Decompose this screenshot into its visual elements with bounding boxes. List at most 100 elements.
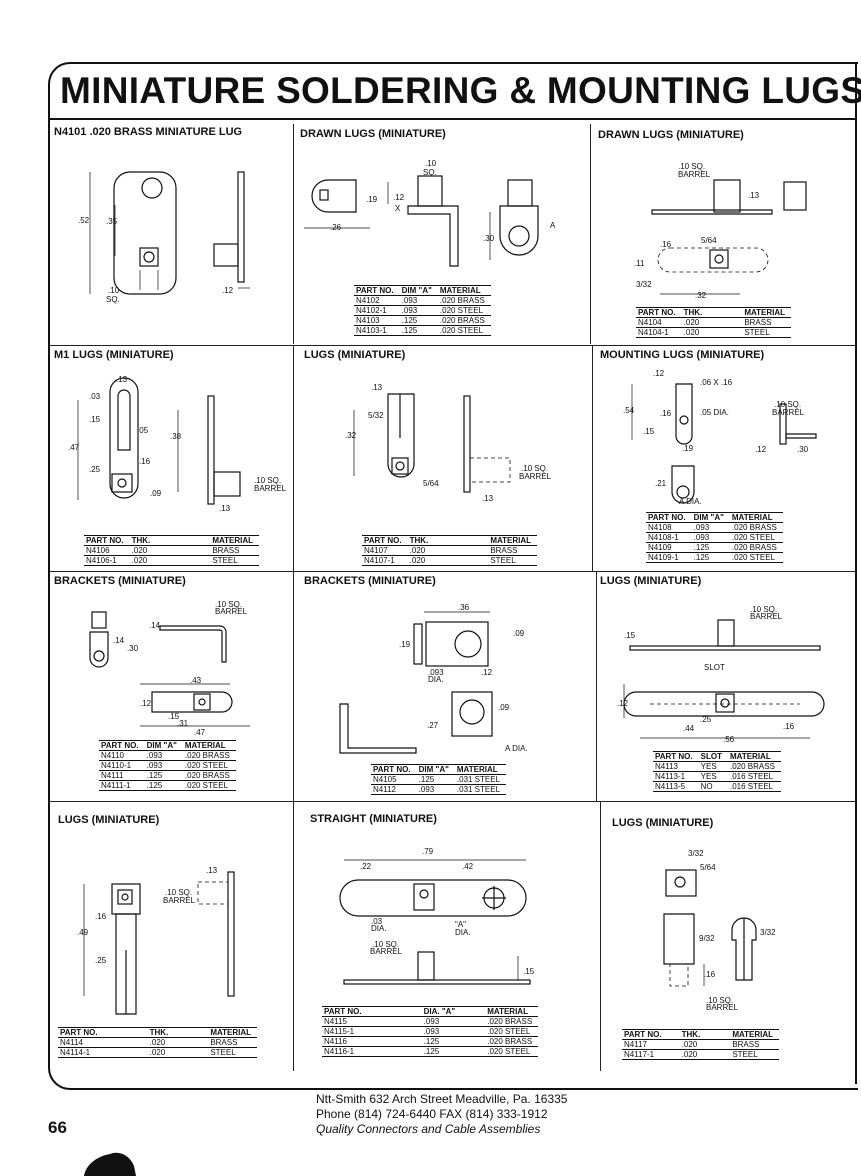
dimension-label: .79 (422, 847, 434, 856)
table-header: DIA. "A" (421, 1006, 486, 1017)
table-header: MATERIAL (208, 1027, 258, 1038)
dimension-label: .38 (170, 432, 182, 441)
dimension-label: .05 DIA. (700, 408, 729, 417)
page-title: MINIATURE SOLDERING & MOUNTING LUGS (60, 70, 861, 111)
table-row: N4116.125.020 BRASS (322, 1036, 539, 1047)
dimension-label: DIA. (455, 928, 471, 937)
dimension-label: .10 SQ. (521, 464, 549, 473)
table-row: N4103.125.020 BRASS (354, 315, 491, 326)
grid-divider (293, 801, 294, 1071)
table-header: MATERIAL (485, 1006, 539, 1017)
bracket-drawing-n4105 (339, 611, 493, 754)
dimension-label: .15 (624, 631, 636, 640)
table-header: MATERIAL (742, 307, 792, 318)
dimension-label: .49 (77, 928, 89, 937)
dimension-label: BARREL (254, 484, 287, 493)
dimension-label: SLOT (704, 663, 725, 672)
grid-divider (50, 345, 856, 346)
table-header: MATERIAL (729, 512, 783, 523)
table-header: MATERIAL (454, 764, 507, 775)
dimension-label: .05 (137, 426, 149, 435)
section-title: N4101 .020 BRASS MINIATURE LUG (54, 126, 243, 138)
parts-table: PART NO.DIA. "A"MATERIAL N4115.093.020 B… (322, 1006, 539, 1057)
table-row: N4102-1.093.020 STEEL (354, 305, 491, 316)
dimension-label: BARREL (163, 896, 196, 905)
table-row: N4109.125.020 BRASS (646, 542, 783, 553)
dimension-label: 3/32 (760, 928, 776, 937)
parts-table: PART NO.DIM "A"MATERIAL N4110.093.020 BR… (99, 740, 236, 791)
table-header: MATERIAL (727, 751, 781, 762)
dimension-label: .16 (704, 970, 716, 979)
dimension-label: .30 (483, 234, 495, 243)
section-title: DRAWN LUGS (MINIATURE) (300, 128, 446, 140)
bracket-drawing-n4110 (89, 611, 250, 727)
dimension-label: .44 (683, 724, 695, 733)
lug-drawing-n4101 (89, 171, 250, 295)
table-header: THK. (681, 307, 743, 318)
dimension-label: .13 (206, 866, 218, 875)
table-row: N4110-1.093.020 STEEL (99, 760, 236, 771)
dimension-label: .25 (89, 465, 101, 474)
dimension-label: .21 (655, 479, 667, 488)
grid-divider (293, 345, 294, 571)
dimension-label: .14 (113, 636, 125, 645)
dimension-label: .15 (89, 415, 101, 424)
dimension-label: .22 (360, 862, 372, 871)
table-header: DIM "A" (144, 740, 183, 751)
ink-blot-icon (84, 1152, 136, 1176)
parts-table: PART NO.DIM "A"MATERIAL N4102.093.020 BR… (354, 285, 491, 336)
grid-divider (293, 124, 294, 344)
dimension-label: .10 SQ. (215, 600, 243, 609)
table-row: N4102.093.020 BRASS (354, 295, 491, 306)
dimension-label: .13 (371, 383, 383, 392)
table-header: DIM "A" (691, 512, 730, 523)
dimension-label: .16 (95, 912, 107, 921)
dimension-label: 3/32 (688, 849, 704, 858)
table-header: PART NO. (622, 1029, 680, 1040)
dimension-label: .06 X .16 (700, 378, 733, 387)
dimension-label: .13 (748, 191, 760, 200)
grid-divider (50, 801, 856, 802)
dimension-label: .10 SQ. (254, 476, 282, 485)
dimension-label: .10 (108, 286, 120, 295)
lug-drawing-n4108 (631, 383, 817, 504)
dimension-label: BARREL (370, 947, 403, 956)
dimension-label: .36 (458, 603, 470, 612)
lug-drawing-n4102 (304, 175, 539, 267)
section-title: DRAWN LUGS (MINIATURE) (598, 129, 744, 141)
section-title: BRACKETS (MINIATURE) (54, 575, 186, 587)
footer-line: Ntt-Smith 632 Arch Street Meadville, Pa.… (316, 1092, 568, 1106)
dimension-label: .47 (194, 728, 206, 737)
grid-divider (592, 345, 593, 571)
table-header: THK. (147, 1027, 209, 1038)
dimension-label: .12 (617, 699, 629, 708)
dimension-label: .15 (168, 712, 180, 721)
dimension-label: .09 (150, 489, 162, 498)
lug-drawing-n4104 (651, 179, 807, 295)
table-header: SLOT (698, 751, 728, 762)
table-header: PART NO. (58, 1027, 148, 1038)
dimension-label: .12 (140, 699, 152, 708)
dimension-label: "A" (455, 920, 467, 929)
parts-table: PART NO.DIM "A"MATERIAL N4105.125.031 ST… (371, 764, 507, 795)
dimension-label: .26 (330, 223, 342, 232)
dimension-label: .10 SQ. (678, 162, 706, 171)
table-header: PART NO. (84, 535, 130, 546)
dimension-label: .12 (653, 369, 665, 378)
dimension-label: .16 (660, 240, 672, 249)
section-title: LUGS (MINIATURE) (304, 349, 406, 361)
section-title: LUGS (MINIATURE) (600, 575, 702, 587)
table-header: PART NO. (636, 307, 682, 318)
table-header: THK. (129, 535, 173, 546)
